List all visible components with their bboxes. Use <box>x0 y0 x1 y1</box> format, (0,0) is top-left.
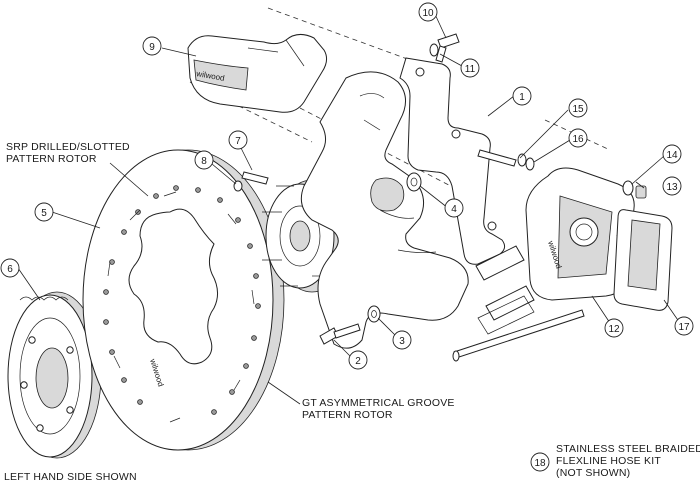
hose-kit-label-line-3: (NOT SHOWN) <box>556 467 630 479</box>
svg-text:4: 4 <box>451 204 457 215</box>
callout-12: 12 <box>604 318 624 338</box>
brake-pad-part <box>613 209 673 311</box>
callout-18: 18 <box>530 452 550 472</box>
rotor-slots <box>107 191 255 423</box>
bolt-2-3-parts <box>319 305 381 345</box>
pin-part <box>452 309 585 362</box>
mounting-bracket-part <box>399 57 506 265</box>
callout-6: 6 <box>0 258 20 278</box>
diagram-labels: SRP DRILLED/SLOTTED PATTERN ROTOR GT ASY… <box>4 141 700 483</box>
right-caliper-part: wilwood wilwood <box>525 167 635 301</box>
svg-text:11: 11 <box>465 64 476 75</box>
svg-text:13: 13 <box>666 182 678 193</box>
callout-16: 16 <box>568 128 588 148</box>
callout-9: 9 <box>142 36 162 56</box>
callout-3: 3 <box>392 330 412 350</box>
bolt-15-16-parts <box>477 149 535 171</box>
svg-text:3: 3 <box>399 336 405 347</box>
svg-text:15: 15 <box>572 104 584 115</box>
svg-text:10: 10 <box>422 8 434 19</box>
callout-1: 1 <box>512 86 532 106</box>
svg-text:9: 9 <box>149 42 155 53</box>
svg-text:8: 8 <box>201 156 207 167</box>
bolt-10-11-parts <box>429 33 460 63</box>
svg-text:2: 2 <box>355 356 361 367</box>
callout-5: 5 <box>34 202 54 222</box>
fitting-13-14-parts <box>622 180 647 199</box>
svg-text:17: 17 <box>678 322 690 333</box>
pad-shims-part <box>475 245 535 335</box>
rotor-drill-holes <box>103 185 261 415</box>
svg-text:18: 18 <box>534 458 546 469</box>
washer-4-part <box>406 172 422 192</box>
callout-2: 2 <box>348 350 368 370</box>
hose-kit-label-line-2: FLEXLINE HOSE KIT <box>556 455 661 467</box>
callout-17: 17 <box>674 316 694 336</box>
callout-15: 15 <box>568 98 588 118</box>
callout-4: 4 <box>444 198 464 218</box>
svg-text:1: 1 <box>519 92 525 103</box>
callout-10: 10 <box>418 2 438 22</box>
svg-text:16: 16 <box>572 134 584 145</box>
rotor-disc-part: wilwood <box>82 149 285 451</box>
rotor-hat-part: wilwood <box>7 291 110 459</box>
hose-kit-label-line-1: STAINLESS STEEL BRAIDED <box>556 443 700 455</box>
srp-rotor-label-line-1: SRP DRILLED/SLOTTED <box>6 141 130 153</box>
gt-rotor-label-line-1: GT ASYMMETRICAL GROOVE <box>302 397 455 409</box>
left-hand-side-label: LEFT HAND SIDE SHOWN <box>4 471 137 483</box>
callout-markers: 1 2 3 4 5 6 7 8 9 10 11 12 13 14 15 16 1… <box>0 2 694 472</box>
gt-rotor-label-line-2: PATTERN ROTOR <box>302 409 393 421</box>
callout-13: 13 <box>662 176 682 196</box>
callout-14: 14 <box>662 144 682 164</box>
svg-text:6: 6 <box>7 264 13 275</box>
knuckle-part <box>300 71 469 349</box>
callout-7: 7 <box>228 130 248 150</box>
callout-8: 8 <box>194 150 214 170</box>
callout-11: 11 <box>460 58 480 78</box>
srp-rotor-label-line-2: PATTERN ROTOR <box>6 153 97 165</box>
svg-text:5: 5 <box>41 208 47 219</box>
svg-text:14: 14 <box>666 150 678 161</box>
svg-text:7: 7 <box>235 136 241 147</box>
svg-text:12: 12 <box>608 324 620 335</box>
top-caliper-part: wilwood <box>187 34 328 113</box>
